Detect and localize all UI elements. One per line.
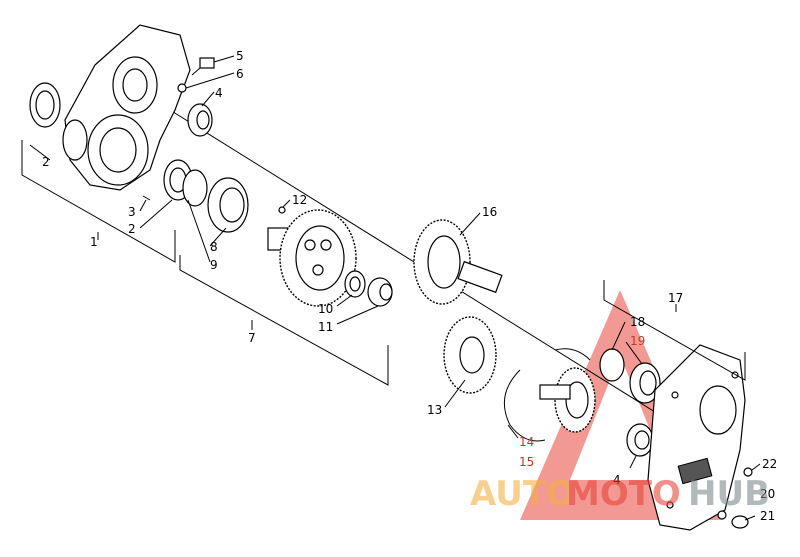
- watermark-text: AUTO MOTO HUB: [470, 474, 770, 514]
- watermark-hub: HUB: [688, 474, 770, 514]
- group-17-bracket: [603, 280, 746, 381]
- group-1-bracket: [21, 140, 176, 263]
- circlip-14: [503, 348, 591, 442]
- transmission-housing: [62, 24, 191, 191]
- label-1: 1: [90, 235, 98, 249]
- label-19: 19: [630, 334, 645, 348]
- label-13: 13: [427, 403, 442, 417]
- watermark-auto: AUTO: [470, 474, 575, 514]
- cover-17: [647, 344, 746, 531]
- label-9: 9: [210, 258, 218, 272]
- label-4b: 4: [613, 473, 621, 487]
- label-22: 22: [762, 457, 777, 471]
- label-20: 20: [760, 487, 775, 501]
- label-7: 7: [248, 331, 256, 345]
- label-5: 5: [236, 49, 244, 63]
- label-2a: 2: [42, 155, 50, 169]
- label-8: 8: [210, 240, 218, 254]
- seal-mid: [163, 159, 208, 207]
- label-16: 16: [482, 205, 497, 219]
- sprocket-13: [443, 316, 497, 394]
- label-14: 14: [519, 435, 534, 449]
- washer-10: [344, 270, 366, 298]
- label-11: 11: [318, 320, 333, 334]
- output-drum: [267, 209, 357, 307]
- bearing-18-19: [599, 348, 661, 404]
- label-2b: 2: [128, 222, 136, 236]
- bearing-11: [367, 277, 393, 307]
- callout-labels: 1 2 2 3 4 4 5 6 7 8 9 10 11 12 13 14 15 …: [42, 49, 777, 523]
- leader-lines: [29, 55, 761, 521]
- bearing-4-bottom: [626, 423, 654, 457]
- seal-left: [29, 82, 61, 128]
- label-12: 12: [292, 193, 307, 207]
- label-4a: 4: [215, 86, 223, 100]
- label-6: 6: [236, 67, 244, 81]
- label-15: 15: [519, 455, 534, 469]
- plugs: [717, 467, 753, 529]
- bolt-12: [278, 206, 286, 214]
- label-3: 3: [128, 205, 136, 219]
- bearing-4-top: [187, 103, 213, 137]
- label-17: 17: [668, 291, 683, 305]
- label-18: 18: [630, 315, 645, 329]
- label-21: 21: [760, 509, 775, 523]
- bearing-8: [207, 177, 249, 233]
- gear-16: [413, 219, 503, 305]
- watermark-moto: MOTO: [566, 474, 681, 514]
- gear-15: [539, 367, 596, 433]
- label-10: 10: [318, 302, 333, 316]
- group-7-bracket: [179, 255, 389, 386]
- pin: [142, 195, 151, 201]
